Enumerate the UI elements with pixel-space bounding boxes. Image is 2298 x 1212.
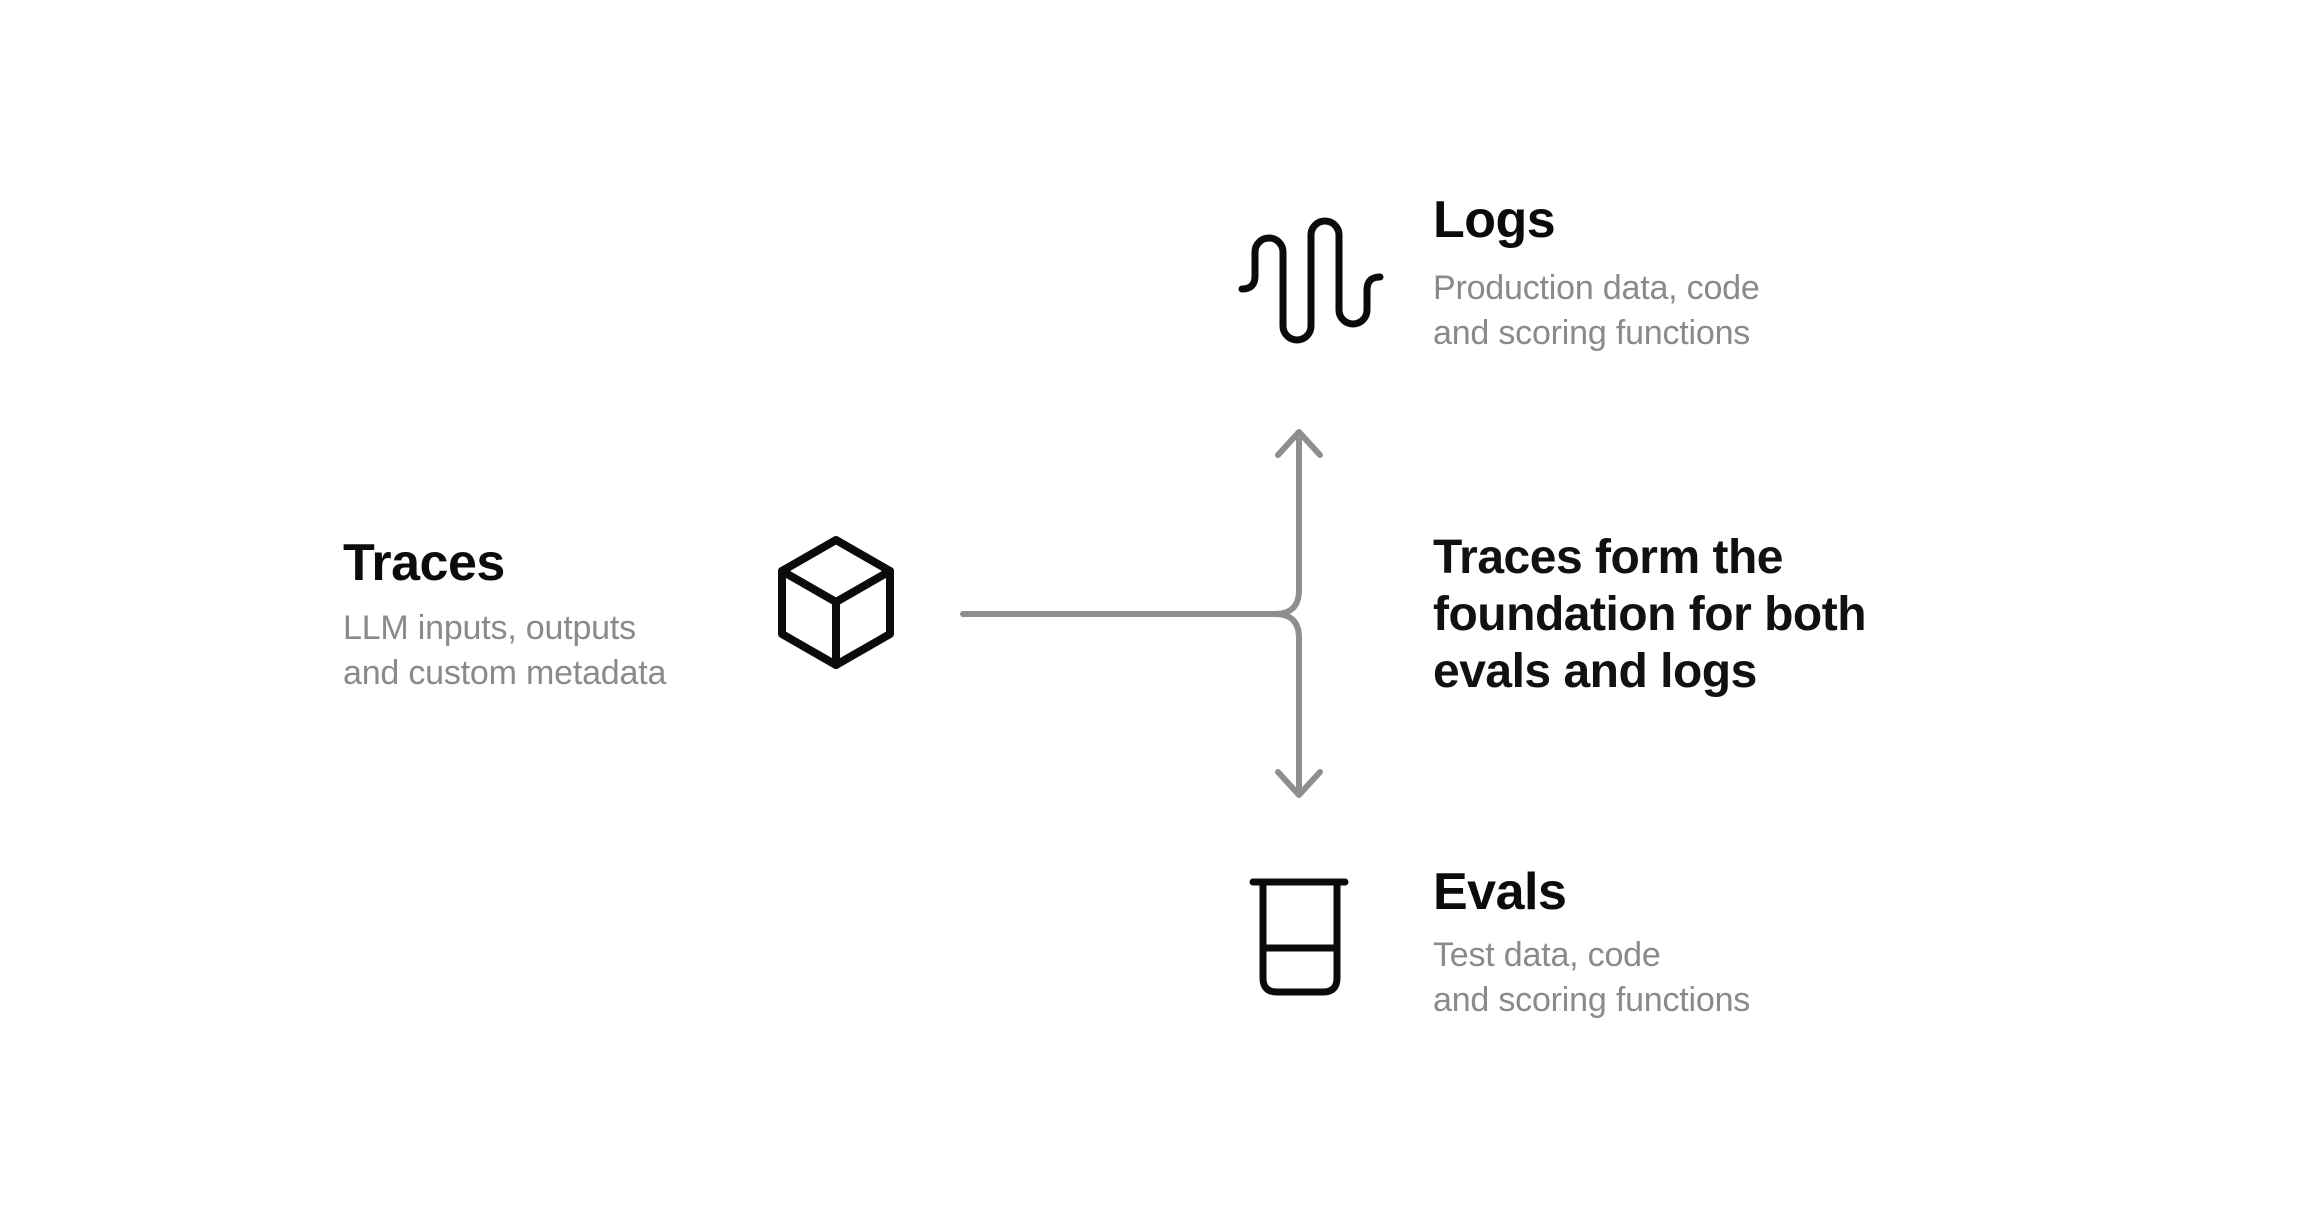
up-arrowhead (1275, 429, 1323, 458)
traces-subtitle: LLM inputs, outputs and custom metadata (343, 606, 666, 696)
annotation-line1: Traces form the (1433, 531, 1783, 584)
logs-subtitle-line2: and scoring functions (1433, 314, 1751, 352)
annotation-text: Traces form the foundation for both eval… (1433, 529, 1867, 700)
traces-subtitle-line2: and custom metadata (343, 654, 667, 692)
traces-subtitle-line1: LLM inputs, outputs (343, 609, 636, 647)
logs-title: Logs (1433, 191, 1556, 249)
fork-connector-arrows (960, 429, 1323, 798)
evals-subtitle-line1: Test data, code (1433, 936, 1661, 974)
beaker-icon (1249, 878, 1349, 996)
logs-subtitle: Production data, code and scoring functi… (1433, 266, 1760, 356)
down-arrowhead (1275, 769, 1323, 798)
traces-title: Traces (343, 534, 505, 592)
evals-title: Evals (1433, 863, 1567, 921)
evals-subtitle-line2: and scoring functions (1433, 981, 1751, 1019)
connector-up-branch (1272, 437, 1302, 617)
annotation-line2: foundation for both (1433, 588, 1867, 641)
logs-subtitle-line1: Production data, code (1433, 269, 1760, 307)
connector-down-branch (1272, 611, 1302, 792)
cube-icon (778, 536, 894, 669)
evals-subtitle: Test data, code and scoring functions (1433, 933, 1750, 1023)
annotation-line3: evals and logs (1433, 645, 1757, 698)
waveform-icon (1238, 217, 1384, 344)
